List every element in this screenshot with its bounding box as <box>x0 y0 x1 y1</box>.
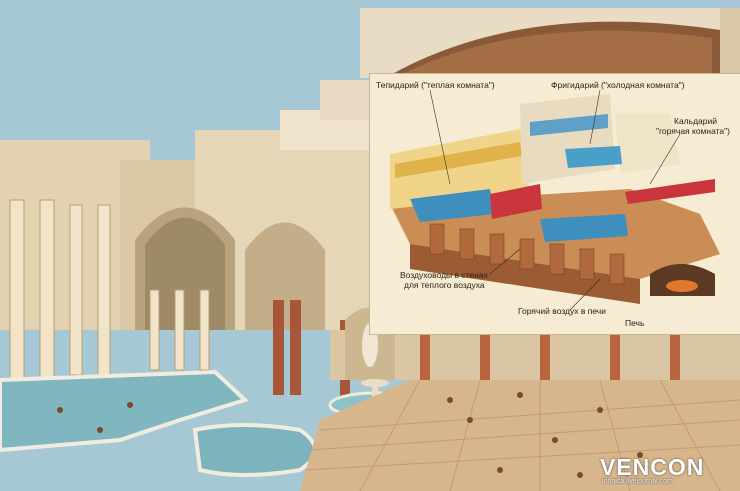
tiled-floor <box>300 379 740 491</box>
label-frigidarium: Фригидарий ("холодная комната") <box>551 80 685 90</box>
label-caldarium-sub: "горячая комната") <box>656 126 731 136</box>
background-architecture <box>0 80 740 400</box>
cutaway-drawing <box>390 89 720 311</box>
label-ducts: Воздуховоды в стенах <box>400 270 488 280</box>
vaulted-ceiling <box>360 8 740 78</box>
label-caldarium: Кальдарий <box>674 116 717 126</box>
label-hot-air: Горячий воздух в печи <box>518 306 606 316</box>
watermark-logo-text: VENCON <box>600 454 705 480</box>
watermark-logo: VENCON irinaica.livejournal.com <box>600 454 740 491</box>
hypocaust-cutaway-inset: Тепидарий ("теплая комната") Фригидарий … <box>370 74 740 334</box>
label-furnace: Печь <box>625 318 645 328</box>
label-ducts-sub: для теплого воздуха <box>404 280 485 290</box>
pool <box>0 369 317 477</box>
people <box>57 392 643 478</box>
label-tepidarium: Тепидарий ("теплая комната") <box>376 80 495 90</box>
watermark-site-text: irinaica.livejournal.com <box>602 478 673 485</box>
